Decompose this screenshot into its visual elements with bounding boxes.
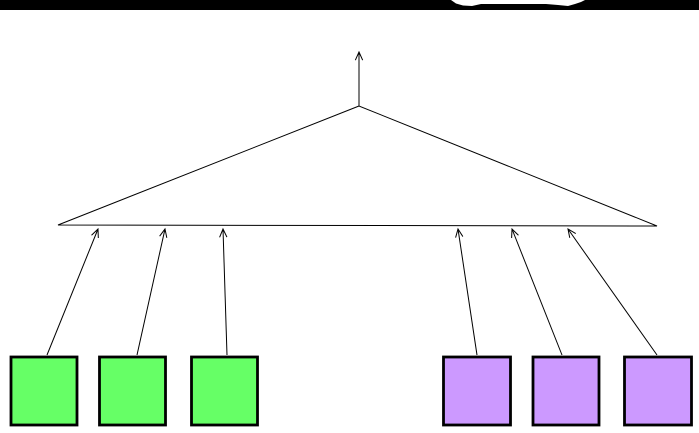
input-arrow-6-head bbox=[567, 227, 576, 238]
input-arrow-1-shaft bbox=[46, 228, 99, 356]
purple-square-1 bbox=[442, 355, 512, 427]
input-arrow-2-head bbox=[159, 227, 168, 238]
green-square-1 bbox=[9, 355, 79, 427]
input-arrow-4-head bbox=[455, 227, 464, 238]
input-arrow-4-shaft bbox=[457, 228, 478, 356]
input-arrow-5-shaft bbox=[511, 228, 563, 356]
input-arrow-2-shaft bbox=[136, 228, 166, 356]
input-arrow-6-shaft bbox=[567, 228, 658, 356]
diagram-layer bbox=[9, 50, 693, 427]
root-arrow-head bbox=[354, 50, 364, 61]
input-arrow-3-shaft bbox=[222, 228, 228, 356]
input-arrow-3-head bbox=[219, 227, 228, 238]
top-bar bbox=[0, 0, 699, 10]
purple-square-3 bbox=[623, 355, 693, 427]
purple-square-2 bbox=[531, 355, 601, 427]
triangle bbox=[57, 105, 658, 227]
top-bar-notch bbox=[451, 0, 585, 6]
green-square-3 bbox=[190, 355, 259, 427]
input-arrow-5-head bbox=[511, 227, 519, 239]
green-square-2 bbox=[98, 355, 167, 427]
input-arrow-1-head bbox=[91, 227, 99, 239]
